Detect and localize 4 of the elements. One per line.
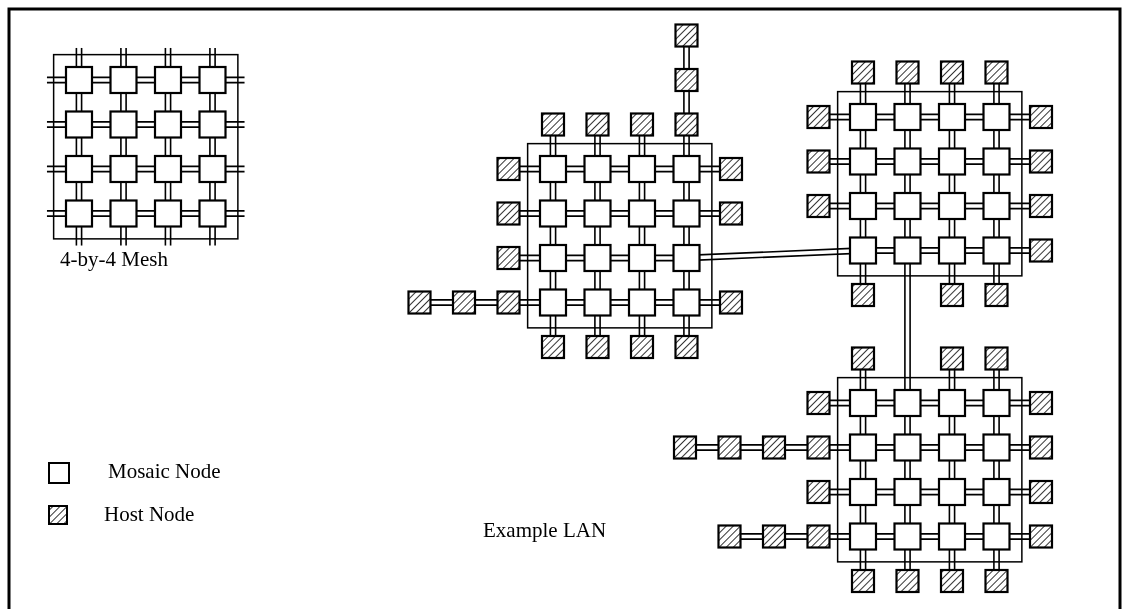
lan-caption: Example LAN [483, 519, 607, 543]
mesh-caption: 4-by-4 Mesh [60, 248, 168, 272]
legend-label: Mosaic Node [108, 460, 221, 484]
legend-label: Host Node [104, 503, 195, 527]
